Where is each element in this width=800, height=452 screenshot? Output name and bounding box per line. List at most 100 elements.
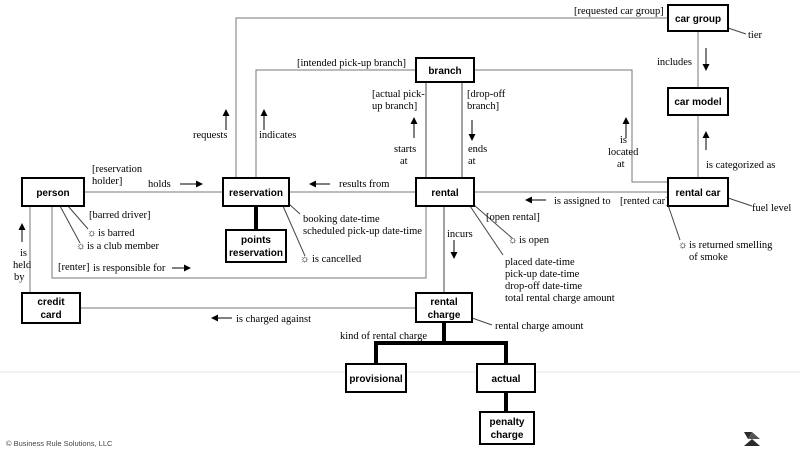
- connectors: [29, 17, 753, 326]
- rental-node: rental: [415, 177, 475, 207]
- arrow-categorized-as-head: [702, 131, 710, 138]
- intended-pickup-branch-label: [intended pick-up branch]: [297, 58, 406, 69]
- person-label: person: [36, 188, 69, 199]
- points-reservation-label-2: reservation: [229, 248, 283, 259]
- arrow-requests-head: [222, 109, 230, 116]
- leader-barred: [67, 205, 89, 230]
- leader-smelling: [667, 204, 681, 241]
- results-from-label: results from: [339, 179, 389, 190]
- connector-charge-kinds: [374, 341, 508, 364]
- car-model-label: car model: [674, 97, 721, 108]
- actual-label: actual: [492, 374, 521, 385]
- property-markers: ☼ ☼ ☼ ☼ ☼: [76, 228, 688, 265]
- penalty-charge-label-2: charge: [491, 430, 524, 441]
- is-cancelled-label: is cancelled: [312, 254, 362, 265]
- arrow-incurs-head: [450, 252, 458, 259]
- car-group-node: car group: [667, 4, 729, 32]
- booking-datetime-label: booking date-time: [303, 214, 380, 225]
- renter-label: [renter]: [58, 262, 89, 273]
- leader-is-open: [473, 204, 513, 239]
- actual-pickup-branch-label-2: up branch]: [372, 101, 417, 112]
- provisional-node: provisional: [345, 363, 407, 393]
- is-located-at-label-3: at: [617, 159, 625, 170]
- leader-fuel-level: [727, 197, 753, 207]
- provisional-label: provisional: [349, 374, 403, 385]
- indicates-label: indicates: [259, 130, 296, 141]
- arrow-starts-at-head: [410, 117, 418, 124]
- leader-rental-charge-amount: [471, 317, 493, 326]
- thick-connectors: [254, 206, 508, 412]
- returned-smelling-label-1: is returned smelling: [689, 240, 773, 251]
- rented-car-label: [rented car]: [620, 196, 669, 207]
- leader-tier: [727, 27, 747, 35]
- reservation-holder-label-1: [reservation: [92, 164, 143, 175]
- penalty-charge-node: penalty charge: [479, 411, 535, 445]
- requested-car-group-label: [requested car group]: [574, 6, 664, 17]
- penalty-charge-label-1: penalty: [489, 417, 524, 428]
- reservation-node: reservation: [222, 177, 290, 207]
- dropoff-branch-label-1: [drop-off: [467, 89, 506, 100]
- leader-rental-attrs: [469, 205, 504, 256]
- arrow-indicates-head: [260, 109, 268, 116]
- sun-icon: ☼: [300, 254, 310, 265]
- rental-car-node: rental car: [667, 177, 729, 207]
- scheduled-pickup-label: scheduled pick-up date-time: [303, 226, 422, 237]
- car-group-label: car group: [675, 14, 721, 25]
- leader-cancelled: [282, 205, 306, 257]
- fuel-level-label: fuel level: [752, 203, 791, 214]
- arrow-assigned-to-head: [525, 196, 532, 204]
- rental-charge-label-2: charge: [428, 310, 461, 321]
- sun-icon: ☼: [678, 240, 688, 251]
- actual-node: actual: [476, 363, 536, 393]
- includes-label: includes: [657, 57, 692, 68]
- rental-label: rental: [431, 188, 458, 199]
- person-node: person: [21, 177, 85, 207]
- sun-icon: ☼: [76, 241, 86, 252]
- reservation-label: reservation: [229, 188, 283, 199]
- incurs-label: incurs: [447, 229, 473, 240]
- leader-booking: [288, 203, 301, 215]
- points-reservation-node: points reservation: [225, 229, 287, 263]
- rental-attr-1: placed date-time: [505, 257, 575, 268]
- is-held-by-label-1: is: [20, 248, 27, 259]
- is-located-at-label-1: is: [620, 135, 627, 146]
- tier-label: tier: [748, 30, 762, 41]
- is-responsible-for-label: is responsible for: [93, 263, 166, 274]
- is-barred-label: is barred: [98, 228, 135, 239]
- company-logo: [744, 432, 760, 446]
- barred-driver-label: [barred driver]: [89, 210, 151, 221]
- rental-car-label: rental car: [675, 188, 720, 199]
- arrow-ends-at-head: [468, 134, 476, 141]
- rental-attr-4: total rental charge amount: [505, 293, 615, 304]
- credit-card-label-1: credit: [37, 297, 65, 308]
- arrow-includes-head: [702, 64, 710, 71]
- arrow-is-located-at-head: [622, 117, 630, 124]
- connector-branch-rental-car: [474, 69, 668, 183]
- rental-charge-amount-label: rental charge amount: [495, 321, 584, 332]
- open-rental-label: [open rental]: [486, 212, 540, 223]
- arrow-results-from-head: [309, 180, 316, 188]
- is-assigned-to-label: is assigned to: [554, 196, 611, 207]
- is-held-by-label-2: held: [13, 260, 32, 271]
- sun-icon: ☼: [508, 235, 518, 246]
- sun-icon: ☼: [87, 228, 97, 239]
- starts-at-label-2: at: [400, 156, 408, 167]
- arrow-responsible-for-head: [184, 264, 191, 272]
- relationship-labels: [requested car group] tier includes [int…: [13, 6, 791, 342]
- leader-club-member: [59, 205, 81, 244]
- rental-attr-2: pick-up date-time: [505, 269, 580, 280]
- ends-at-label-2: at: [468, 156, 476, 167]
- is-located-at-label-2: located: [608, 147, 639, 158]
- reservation-holder-label-2: holder]: [92, 176, 122, 187]
- arrows: [18, 48, 710, 322]
- requests-label: requests: [193, 130, 227, 141]
- connector-reservation-branch: [255, 69, 416, 178]
- starts-at-label-1: starts: [394, 144, 416, 155]
- branch-node: branch: [415, 57, 475, 83]
- rental-charge-label-1: rental: [430, 297, 457, 308]
- returned-smelling-label-2: of smoke: [689, 252, 728, 263]
- arrow-held-by-head: [18, 223, 26, 230]
- is-open-label: is open: [519, 235, 550, 246]
- is-club-member-label: is a club member: [87, 241, 160, 252]
- credit-card-label-2: card: [40, 310, 61, 321]
